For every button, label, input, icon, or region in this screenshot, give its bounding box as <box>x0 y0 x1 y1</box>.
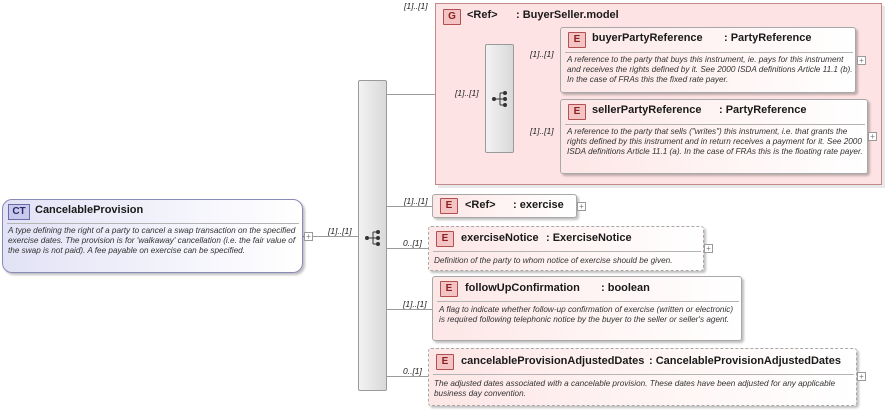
buyer-cardinality: [1]..[1] <box>530 49 554 59</box>
element-name: buyerPartyReference <box>592 32 703 44</box>
seller-cardinality: [1]..[1] <box>530 126 554 136</box>
sequence-compositor[interactable] <box>358 80 387 391</box>
element-name: : exercise <box>513 199 564 211</box>
element-icon: E <box>440 198 458 214</box>
expand-plus-icon[interactable]: + <box>304 232 313 241</box>
expand-plus-icon[interactable]: + <box>704 244 713 253</box>
element-icon: E <box>436 354 454 370</box>
group-cardinality: [1]..[1] <box>404 1 428 11</box>
element-icon: E <box>568 104 586 120</box>
group-name: : BuyerSeller.model <box>516 9 619 21</box>
follow-up-cardinality: [1]..[1] <box>403 299 427 309</box>
element-name: followUpConfirmation <box>465 282 580 294</box>
expand-plus-icon[interactable]: + <box>857 56 866 65</box>
element-seller-party-reference[interactable]: E sellerPartyReference : PartyReference … <box>560 99 868 174</box>
root-cardinality: [1]..[1] <box>328 226 352 236</box>
element-description: The adjusted dates associated with a can… <box>434 379 835 398</box>
element-cancelable-provision-adjusted-dates[interactable]: E cancelableProvisionAdjustedDates : Can… <box>428 348 857 406</box>
element-description: A reference to the party that sells ("wr… <box>567 127 863 156</box>
group-inner-cardinality: [1]..[1] <box>455 88 479 98</box>
element-description: Definition of the party to whom notice o… <box>434 256 673 265</box>
element-type: : PartyReference <box>719 104 807 116</box>
root-description: A type defining the right of a party to … <box>8 226 296 255</box>
element-follow-up-confirmation[interactable]: E followUpConfirmation : boolean A flag … <box>432 276 742 341</box>
group-ref: <Ref> <box>467 9 498 21</box>
expand-plus-icon[interactable]: + <box>577 202 586 211</box>
element-name: sellerPartyReference <box>592 104 702 116</box>
element-icon: E <box>568 32 586 48</box>
element-exercise-notice[interactable]: E exerciseNotice : ExerciseNotice Defini… <box>428 226 704 271</box>
element-name: exerciseNotice <box>461 232 539 244</box>
inner-sequence-compositor[interactable] <box>485 44 514 153</box>
element-buyer-party-reference[interactable]: E buyerPartyReference : PartyReference A… <box>560 27 856 93</box>
adjusted-dates-cardinality: 0..[1] <box>403 366 422 376</box>
element-type: : boolean <box>601 282 650 294</box>
element-description: A reference to the party that buys this … <box>567 55 853 84</box>
complex-type-icon: CT <box>8 204 30 220</box>
complex-type-cancelable-provision[interactable]: CT CancelableProvision A type defining t… <box>2 199 303 273</box>
element-ref: <Ref> <box>465 199 496 211</box>
exercise-notice-cardinality: 0..[1] <box>403 238 422 248</box>
sequence-compositor-icon <box>365 230 380 246</box>
element-type: : ExerciseNotice <box>546 232 632 244</box>
element-icon: E <box>440 281 458 297</box>
group-icon: G <box>443 9 461 25</box>
expand-plus-icon[interactable]: + <box>868 132 877 141</box>
expand-plus-icon[interactable]: + <box>857 372 866 381</box>
element-description: A flag to indicate whether follow-up con… <box>439 305 734 324</box>
element-exercise-ref[interactable]: E <Ref> : exercise <box>432 194 577 218</box>
element-icon: E <box>436 231 454 247</box>
element-type: : PartyReference <box>724 32 812 44</box>
sequence-compositor-icon <box>492 91 507 107</box>
element-name: cancelableProvisionAdjustedDates <box>461 355 645 367</box>
exercise-cardinality: [1]..[1] <box>404 196 428 206</box>
element-type: : CancelableProvisionAdjustedDates <box>649 355 841 367</box>
root-name: CancelableProvision <box>35 204 144 216</box>
